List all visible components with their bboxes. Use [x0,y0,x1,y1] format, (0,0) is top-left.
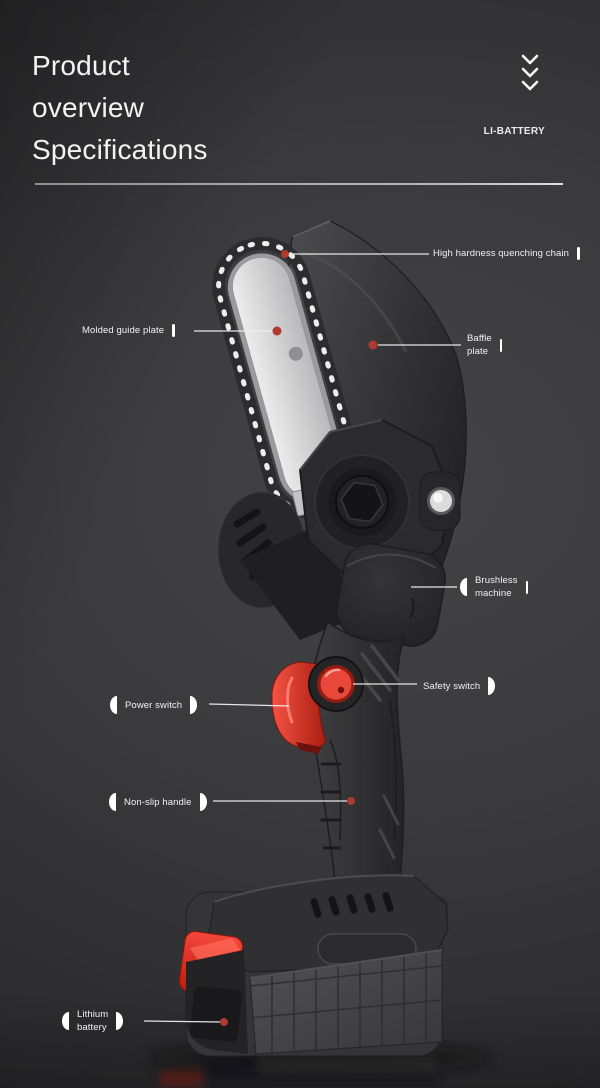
callout-non-slip-handle: Non-slip handle [109,793,207,811]
leader-power [208,703,290,707]
half-bracket-right-icon [488,677,496,695]
callout-non-slip-handle-label: Non-slip handle [124,796,192,808]
guide-bar-and-chain [212,236,362,520]
tick-mark-icon [499,338,503,352]
dot-baffle [368,340,378,350]
callout-guide-plate: Molded guide plate [82,324,175,337]
chevron-down-icon [521,54,539,65]
callout-chain: High hardness quenching chain [433,247,580,260]
tick-mark-icon [577,247,580,260]
callout-lithium-battery-label: Lithium battery [77,1009,109,1033]
title-line-3: Specifications [32,134,208,165]
half-bracket-right-icon [190,696,198,714]
callout-safety-switch: Safety switch [423,677,496,695]
half-bracket-left-icon [110,696,117,714]
callout-power-switch-label: Power switch [125,699,183,711]
chevron-down-icon [521,80,539,91]
callout-brushless-machine-label: Brushless machine [475,575,518,599]
chevron-down-icon [521,67,539,78]
callout-power-switch: Power switch [110,696,198,714]
half-bracket-right-icon [199,793,207,811]
safety-switch-button [308,656,364,712]
dot-handle [347,797,355,805]
rear-cover-knob [217,491,350,640]
triple-chevron-down-icon [521,54,539,91]
half-bracket-left-icon [460,578,467,596]
hex-nut [340,481,384,523]
battery-pack [178,874,449,1057]
dot-guide-plate [272,326,282,336]
header-divider [35,183,563,185]
dot-chain [281,250,289,258]
half-bracket-right-icon [116,1012,124,1030]
hinge-bolt [419,471,461,531]
callout-brushless-machine: Brushless machine [460,574,529,600]
half-bracket-left-icon [109,793,116,811]
title-line-1: Product [32,50,130,81]
tick-mark-icon [525,580,529,594]
half-bracket-left-icon [62,1012,69,1030]
leader-battery [143,1020,221,1023]
page-title: Product overview Specifications [32,45,208,171]
callout-lithium-battery: Lithium battery [62,1008,124,1034]
motor-housing [335,543,447,647]
battery-grid-texture [250,950,442,1054]
callout-guide-plate-label: Molded guide plate [82,325,165,336]
callout-baffle-plate-label: Baffle plate [467,333,492,357]
callout-safety-switch-label: Safety switch [423,680,481,692]
callout-dots [220,250,378,1026]
brand-label: LI-BATTERY [483,126,545,137]
battery-vents [310,892,394,918]
title-line-2: overview [32,92,145,123]
sprocket-cover [299,419,451,581]
callout-leader-lines [143,253,461,1023]
dot-battery [220,1018,228,1026]
callout-chain-label: High hardness quenching chain [433,248,569,259]
tick-mark-icon [172,324,175,337]
callout-baffle-plate: Baffle plate [467,332,503,358]
